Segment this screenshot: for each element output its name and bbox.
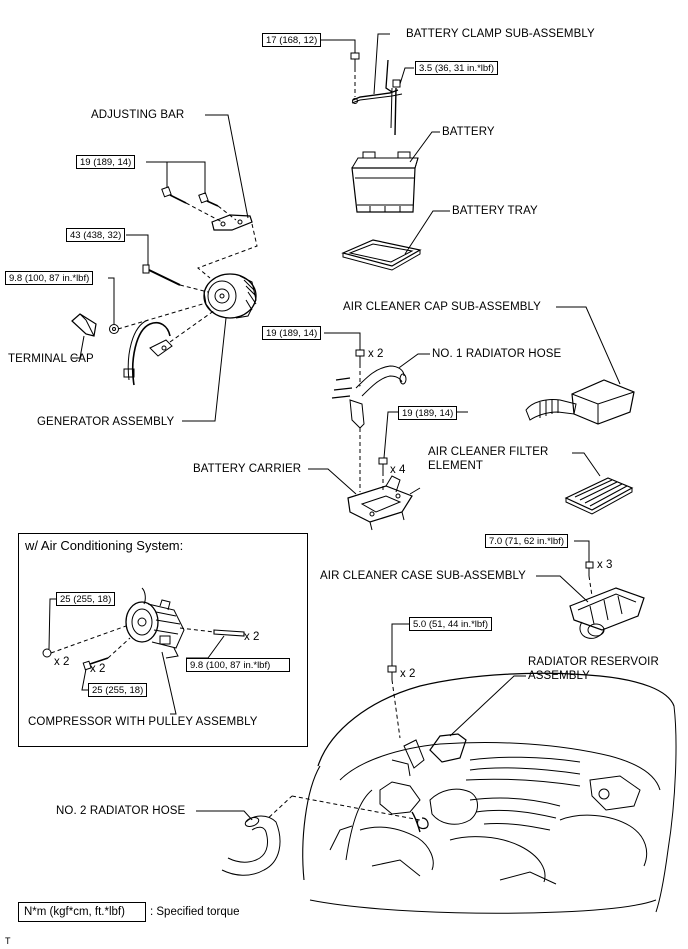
label-battery-clamp: BATTERY CLAMP SUB-ASSEMBLY — [406, 28, 595, 40]
no1-radiator-hose-drawing — [356, 366, 406, 396]
qty-comp-bolt-left: x 2 — [54, 656, 70, 668]
label-battery-tray: BATTERY TRAY — [452, 205, 538, 217]
label-generator: GENERATOR ASSEMBLY — [37, 416, 175, 428]
label-air-cleaner-cap: AIR CLEANER CAP SUB-ASSEMBLY — [343, 301, 541, 313]
hose-bracket-bolt-drawing — [356, 350, 364, 364]
torque-generator-bolt: 43 (438, 32) — [66, 228, 126, 242]
reservoir-bolt-drawing — [388, 666, 396, 680]
torque-reservoir-bolts: 5.0 (51, 44 in.*lbf) — [409, 617, 492, 631]
battery-tray-drawing — [343, 240, 420, 270]
air-conditioning-inset: w/ Air Conditioning System: — [18, 533, 308, 747]
air-cleaner-filter-drawing — [566, 478, 632, 514]
terminal-cap-drawing — [72, 314, 96, 336]
inset-title: w/ Air Conditioning System: — [25, 538, 184, 553]
torque-hose-bracket-bolt: 19 (189, 14) — [262, 326, 322, 340]
torque-terminal-nut: 9.8 (100, 87 in.*lbf) — [5, 271, 94, 285]
label-compressor: COMPRESSOR WITH PULLEY ASSEMBLY — [28, 716, 258, 728]
qty-comp-bolt-lower: x 2 — [90, 663, 106, 675]
label-radiator-reservoir: RADIATOR RESERVOIR ASSEMBLY — [528, 656, 659, 682]
clamp-nut-drawing — [393, 80, 400, 87]
compressor-stud-drawing — [214, 630, 244, 636]
label-adjusting-bar: ADJUSTING BAR — [91, 109, 185, 121]
label-battery-carrier: BATTERY CARRIER — [193, 463, 302, 475]
label-no2-radiator-hose: NO. 2 RADIATOR HOSE — [56, 805, 186, 817]
battery-clamp-drawing — [352, 60, 402, 135]
torque-case-bolts: 7.0 (71, 62 in.*lbf) — [485, 534, 568, 548]
label-air-cleaner-filter: AIR CLEANER FILTER ELEMENT — [428, 446, 549, 472]
compressor-drawing — [126, 588, 184, 658]
hose-clamp-drawing — [417, 818, 428, 829]
air-cleaner-cap-drawing — [526, 380, 634, 424]
qty-reservoir: x 2 — [400, 668, 416, 680]
engine-compartment-drawing — [303, 673, 676, 913]
torque-compressor-stud: 9.8 (100, 87 in.*lbf) — [186, 658, 290, 672]
torque-carrier-bolts: 19 (189, 14) — [398, 406, 458, 420]
qty-carrier: x 4 — [390, 464, 406, 476]
label-no1-radiator-hose: NO. 1 RADIATOR HOSE — [432, 348, 562, 360]
qty-case: x 3 — [597, 559, 613, 571]
qty-hose-bracket: x 2 — [368, 348, 384, 360]
legend-torque-unit: N*m (kgf*cm, ft.*lbf) — [18, 902, 146, 922]
case-bolt-drawing — [586, 562, 593, 576]
generator-bolt-drawing — [143, 265, 180, 285]
qty-comp-stud: x 2 — [244, 631, 260, 643]
no2-radiator-hose-drawing — [222, 816, 280, 875]
torque-clamp-nut: 3.5 (36, 31 in.*lbf) — [415, 61, 498, 75]
torque-compressor-bolt-bottom: 25 (255, 18) — [88, 683, 148, 697]
air-cleaner-case-drawing — [570, 588, 644, 638]
compressor-bolt-lower-drawing — [83, 658, 108, 670]
adjusting-bar-bolts-drawing — [162, 187, 218, 206]
terminal-nut-drawing — [110, 325, 119, 334]
label-battery: BATTERY — [442, 126, 495, 138]
torque-clamp-bolt: 17 (168, 12) — [262, 33, 322, 47]
carrier-bolt-drawing — [379, 458, 387, 472]
battery-carrier-drawing — [348, 476, 420, 530]
generator-drawing — [204, 274, 256, 318]
figure-code: T — [5, 936, 11, 946]
hose-bracket-drawing — [332, 378, 364, 428]
battery-drawing — [352, 152, 418, 212]
generator-wire-harness-drawing — [124, 320, 172, 385]
label-air-cleaner-case: AIR CLEANER CASE SUB-ASSEMBLY — [320, 570, 526, 582]
torque-compressor-bolt-top: 25 (255, 18) — [56, 592, 116, 606]
torque-adjusting-bar-bolts: 19 (189, 14) — [76, 155, 136, 169]
clamp-bolt-drawing — [351, 53, 359, 68]
label-terminal-cap: TERMINAL CAP — [8, 353, 94, 365]
legend-description: : Specified torque — [150, 906, 240, 918]
